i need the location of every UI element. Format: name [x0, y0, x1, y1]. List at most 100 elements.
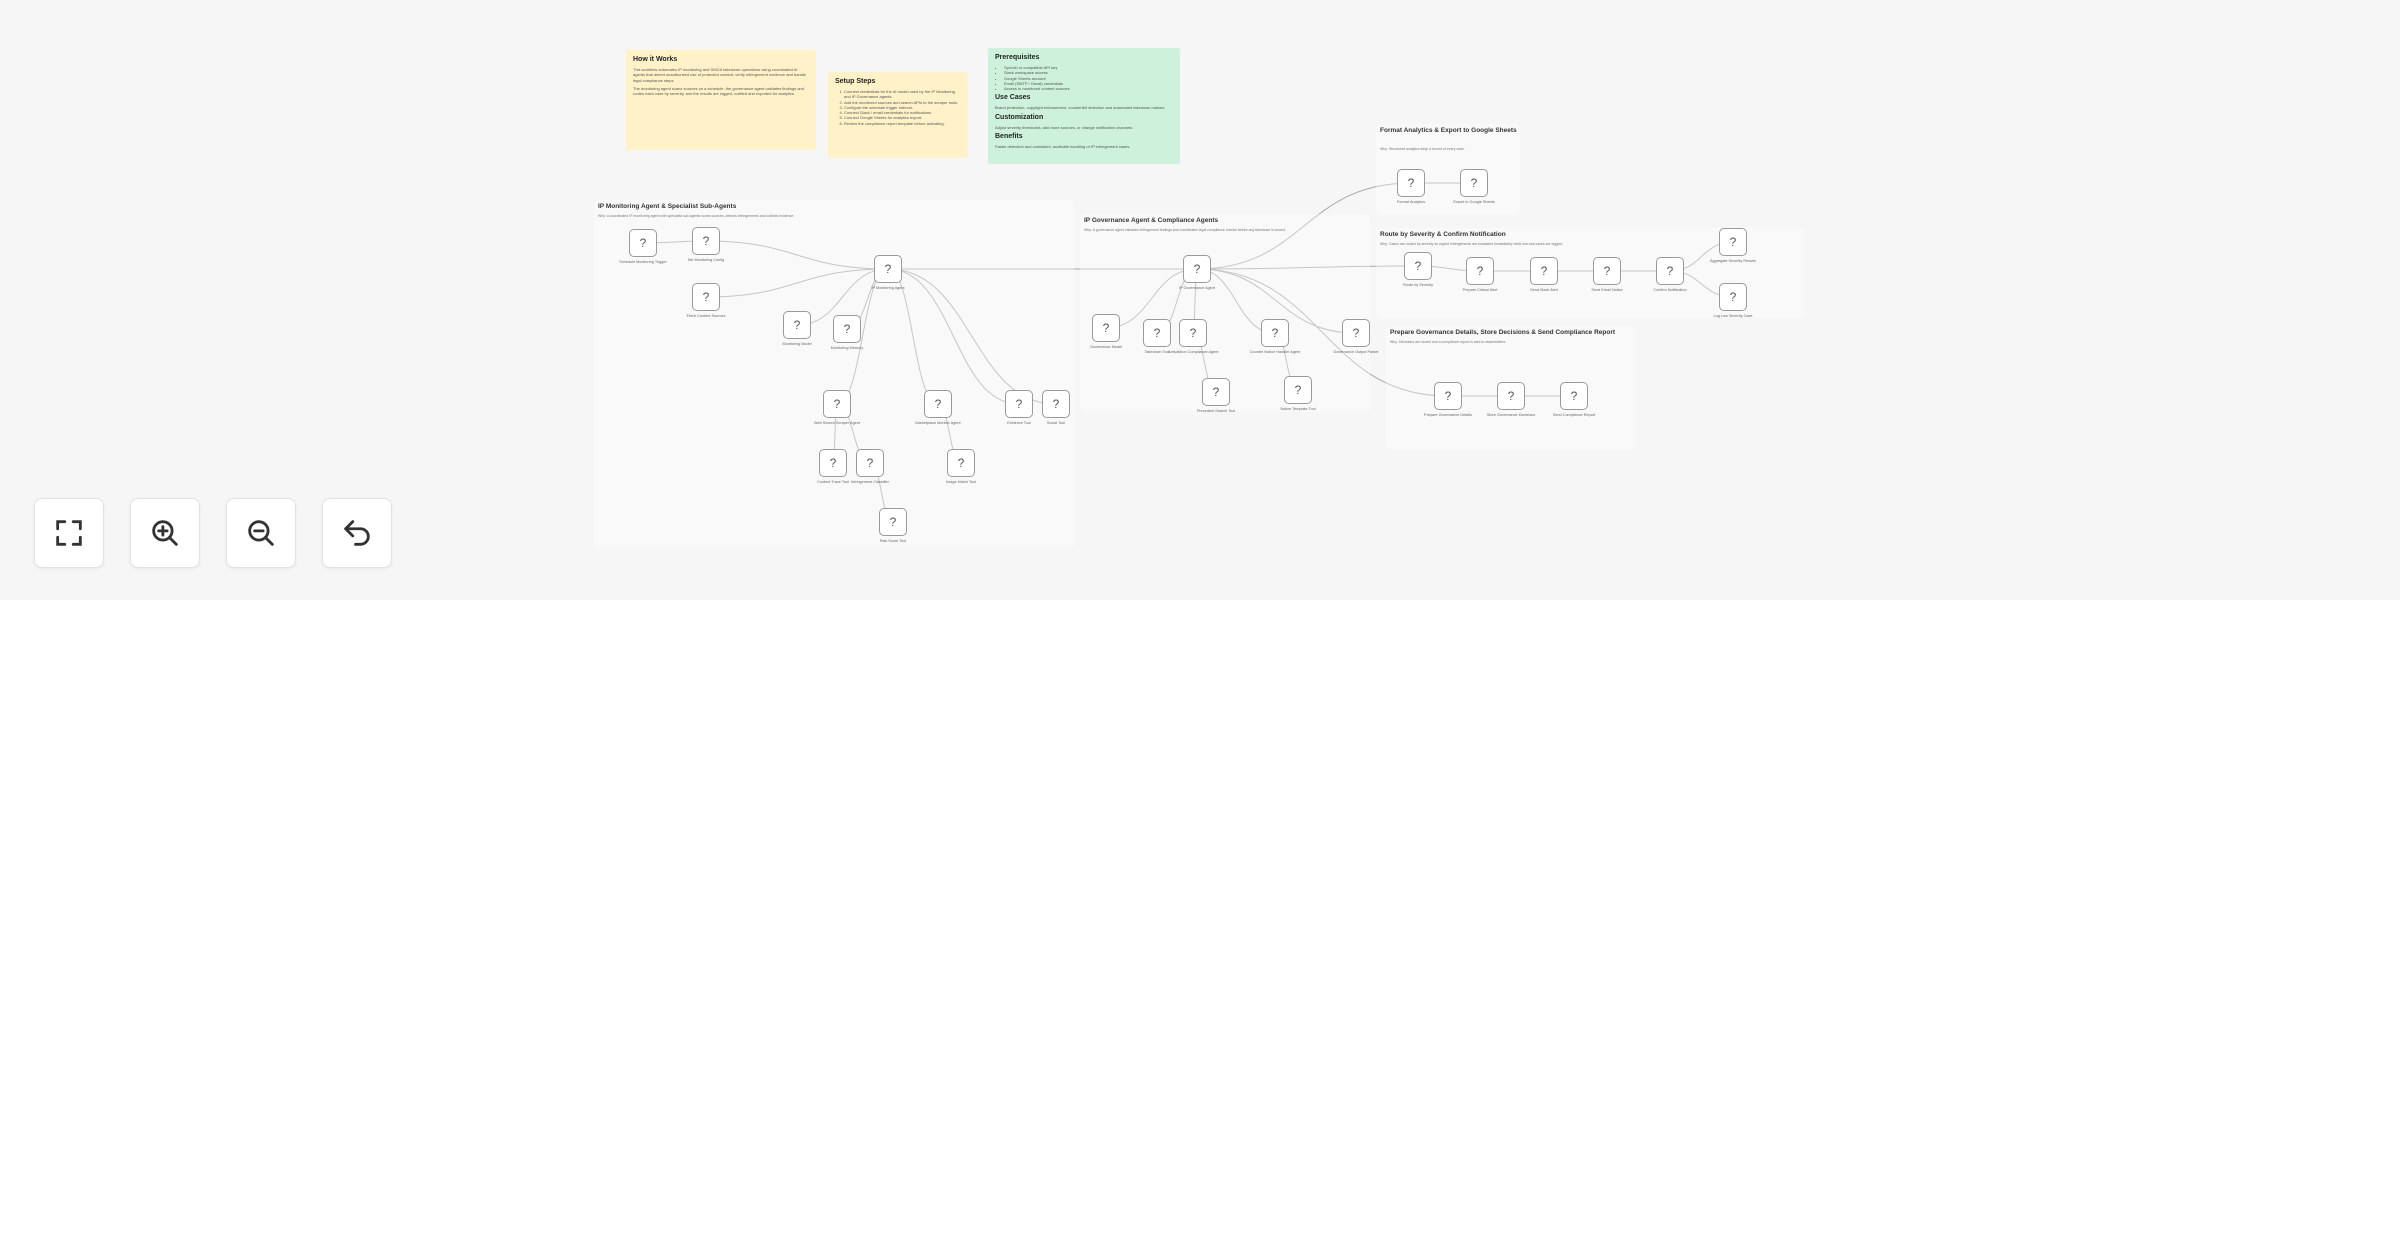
workflow-node[interactable]: ? [1005, 390, 1033, 418]
workflow-node[interactable]: ? [1497, 382, 1525, 410]
section-title: IP Monitoring Agent & Specialist Sub-Age… [598, 203, 737, 210]
sticky-subtitle: Customization [995, 113, 1044, 121]
workflow-node[interactable]: ? [1342, 319, 1370, 347]
unknown-node-icon: ? [889, 515, 897, 529]
workflow-node[interactable]: ? [1719, 283, 1747, 311]
workflow-node[interactable]: ? [874, 255, 902, 283]
workflow-node[interactable]: ? [692, 227, 720, 255]
workflow-node[interactable]: ? [1404, 252, 1432, 280]
workflow-node[interactable]: ? [1593, 257, 1621, 285]
zoom-out-icon [248, 520, 274, 546]
section-title: Route by Severity & Confirm Notification [1380, 231, 1506, 238]
node-label: Format Analytics [1396, 200, 1426, 204]
section-note: Why: A governance agent validates infrin… [1084, 228, 1286, 232]
unknown-node-icon: ? [1414, 259, 1422, 273]
list-item: Connect Google Sheets for analytics expo… [844, 115, 961, 120]
node-label: Notice Template Tool [1280, 407, 1316, 411]
workflow-node[interactable]: ? [1719, 228, 1747, 256]
node-label: Send Slack Alert [1530, 288, 1558, 292]
connection-edge[interactable] [1196, 268, 1449, 397]
node-label: Marketplace Monitor Agent [915, 421, 961, 425]
workflow-node[interactable]: ? [1183, 255, 1211, 283]
section-note: Why: Structured analytics keep a record … [1380, 147, 1465, 151]
workflow-node[interactable]: ? [924, 390, 952, 418]
unknown-node-icon: ? [1212, 385, 1220, 399]
node-label: Image Match Tool [946, 480, 976, 484]
prerequisites-list: OpenAI or compatible API key Slack works… [995, 65, 1173, 91]
unknown-node-icon: ? [1052, 397, 1060, 411]
node-label: IP Monitoring Agent [871, 286, 905, 290]
unknown-node-icon: ? [866, 456, 874, 470]
workflow-node[interactable]: ? [1284, 376, 1312, 404]
unknown-node-icon: ? [1540, 264, 1548, 278]
workflow-node[interactable]: ? [629, 229, 657, 257]
workflow-node[interactable]: ? [1042, 390, 1070, 418]
workflow-node[interactable]: ? [856, 449, 884, 477]
section-ip-monitoring[interactable] [594, 200, 1074, 548]
workflow-node[interactable]: ? [1460, 169, 1488, 197]
sticky-text: Faster detection and consistent, auditab… [995, 144, 1131, 150]
workflow-node[interactable]: ? [1560, 382, 1588, 410]
sticky-how-it-works[interactable]: How it Works This workflow automates IP … [626, 50, 816, 150]
workflow-node[interactable]: ? [823, 390, 851, 418]
workflow-node[interactable]: ? [692, 283, 720, 311]
fullscreen-icon [56, 520, 82, 546]
unknown-node-icon: ? [1102, 321, 1110, 335]
unknown-node-icon: ? [1407, 176, 1415, 190]
node-label: Set Monitoring Config [687, 258, 725, 262]
workflow-node[interactable]: ? [1434, 382, 1462, 410]
workflow-node[interactable]: ? [1261, 319, 1289, 347]
node-label: IP Governance Agent [1178, 286, 1216, 290]
workflow-canvas[interactable]: How it Works This workflow automates IP … [0, 0, 2400, 600]
setup-steps-list: Connect credentials for the AI model use… [835, 89, 961, 126]
workflow-node[interactable]: ? [1530, 257, 1558, 285]
node-label: Risk Score Tool [879, 539, 907, 543]
unknown-node-icon: ? [1271, 326, 1279, 340]
node-label: Governance Output Parser [1333, 350, 1379, 354]
zoom-out-button[interactable] [226, 498, 296, 568]
workflow-node[interactable]: ? [1656, 257, 1684, 285]
node-label: Aggregate Severity Results [1709, 259, 1756, 263]
node-label: Schedule Monitoring Trigger [619, 260, 667, 264]
workflow-node[interactable]: ? [1143, 319, 1171, 347]
workflow-node[interactable]: ? [783, 311, 811, 339]
node-label: Jurisdiction Compliance Agent [1167, 350, 1219, 354]
connection-edge[interactable] [1196, 268, 1357, 334]
workflow-node[interactable]: ? [947, 449, 975, 477]
connection-edge[interactable] [1196, 182, 1412, 270]
sticky-prerequisites[interactable]: Prerequisites OpenAI or compatible API k… [988, 48, 1180, 164]
connection-edge[interactable] [705, 240, 889, 270]
node-label: Send Compliance Report [1552, 413, 1596, 417]
list-item: OpenAI or compatible API key [1004, 65, 1173, 70]
unknown-node-icon: ? [884, 262, 892, 276]
node-label: Precedent Search Tool [1196, 409, 1236, 413]
workflow-node[interactable]: ? [1202, 378, 1230, 406]
node-label: Social Tool [1046, 421, 1066, 425]
node-label: Fetch Content Sources [686, 314, 726, 318]
unknown-node-icon: ? [639, 236, 647, 250]
zoom-in-icon [152, 520, 178, 546]
unknown-node-icon: ? [1729, 290, 1737, 304]
zoom-in-button[interactable] [130, 498, 200, 568]
workflow-node[interactable]: ? [819, 449, 847, 477]
section-title: IP Governance Agent & Compliance Agents [1084, 217, 1219, 224]
workflow-node[interactable]: ? [879, 508, 907, 536]
unknown-node-icon: ? [1352, 326, 1360, 340]
workflow-node[interactable]: ? [1466, 257, 1494, 285]
list-item: Configure the schedule trigger interval. [844, 105, 961, 110]
fit-view-button[interactable] [34, 498, 104, 568]
connection-edge[interactable] [705, 268, 889, 298]
workflow-node[interactable]: ? [833, 315, 861, 343]
connection-edge[interactable] [1196, 265, 1419, 270]
unknown-node-icon: ? [1470, 176, 1478, 190]
workflow-node[interactable]: ? [1179, 319, 1207, 347]
workflow-node[interactable]: ? [1092, 314, 1120, 342]
sticky-setup-steps[interactable]: Setup Steps Connect credentials for the … [828, 72, 968, 158]
unknown-node-icon: ? [1729, 235, 1737, 249]
undo-button[interactable] [322, 498, 392, 568]
connection-edge[interactable] [887, 268, 1020, 405]
list-item: Access to monitored content sources [1004, 86, 1173, 91]
list-item: Connect credentials for the AI model use… [844, 89, 961, 100]
workflow-node[interactable]: ? [1397, 169, 1425, 197]
node-label: Evidence Tool [1007, 421, 1031, 425]
